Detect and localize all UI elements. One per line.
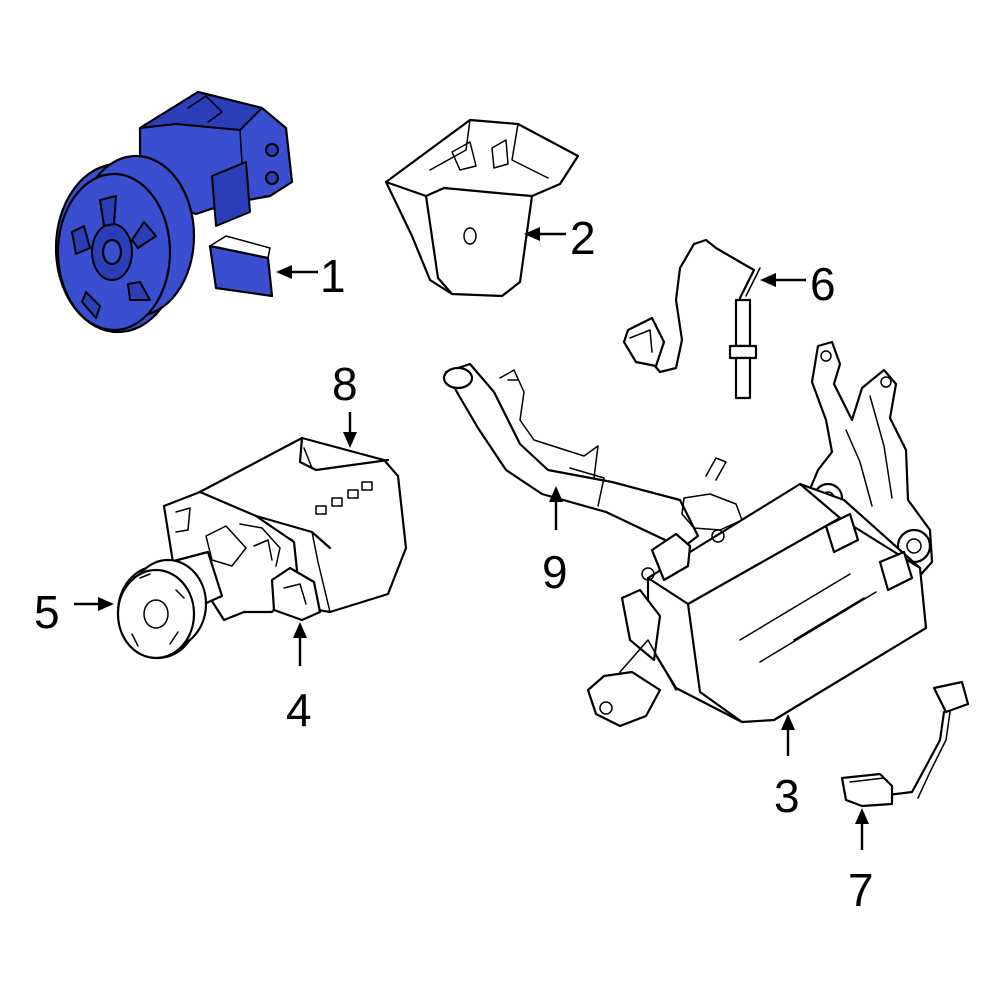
callout-6: 6 (810, 258, 836, 310)
callout-4: 4 (286, 684, 312, 736)
callout-2: 2 (570, 212, 596, 264)
arrow-7-head (855, 808, 869, 824)
callout-7: 7 (848, 864, 874, 916)
callout-1: 1 (320, 250, 346, 302)
callout-arrows (74, 227, 869, 850)
part-4-5-pump-assembly[interactable] (116, 490, 322, 660)
arrow-1-head (276, 265, 292, 279)
part-9-tube[interactable] (442, 362, 700, 550)
arrow-4-head (293, 622, 307, 638)
part-6-sensor[interactable] (622, 238, 761, 400)
callout-9: 9 (542, 546, 568, 598)
arrow-9-head (549, 486, 563, 502)
part-2-bracket[interactable] (384, 118, 580, 298)
part-1-pump[interactable] (54, 90, 294, 334)
part-3-canister[interactable] (586, 340, 934, 728)
arrow-8-head (343, 432, 357, 448)
part-7-sensor[interactable] (840, 680, 970, 808)
callout-labels: 1 2 3 4 5 6 7 8 9 (34, 212, 874, 916)
callout-5: 5 (34, 586, 60, 638)
callout-3: 3 (774, 770, 800, 822)
callout-8: 8 (332, 358, 358, 410)
arrow-2-head (524, 227, 540, 241)
arrow-3-head (781, 714, 795, 730)
shield-vents (315, 481, 373, 515)
arrow-5-head (98, 597, 114, 611)
arrow-6-head (760, 273, 776, 287)
